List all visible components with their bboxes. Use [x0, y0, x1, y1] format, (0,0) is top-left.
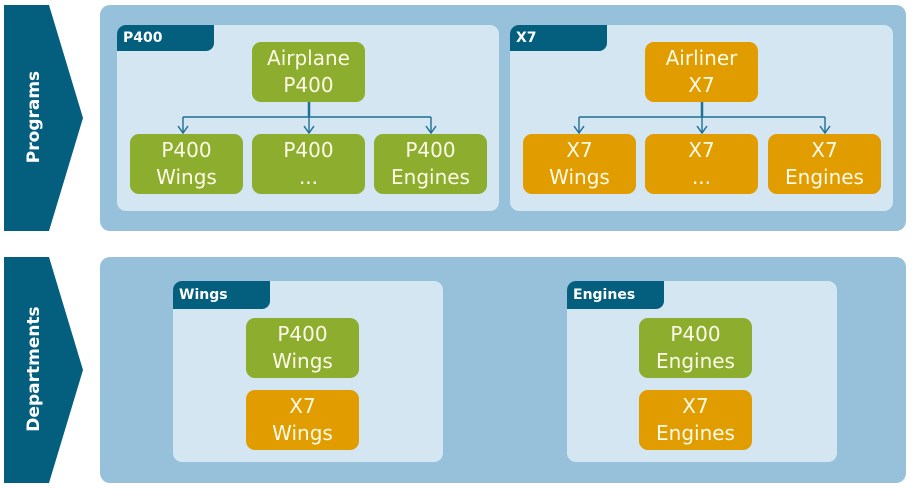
department-group-engines: Engines P400 Engines X7 Engines — [567, 281, 837, 462]
child-node-p400-wings[interactable]: P400 Wings — [130, 134, 243, 194]
node-line2: ... — [691, 165, 712, 189]
child-node-x7-more[interactable]: X7 ... — [645, 134, 758, 194]
program-group-p400: P400 Airplane P400 P400 Wings P400 ... P… — [117, 25, 499, 211]
node-line1: P400 — [283, 138, 334, 162]
dept-node-p400-wings[interactable]: P400 Wings — [246, 318, 359, 378]
group-tag: Wings — [173, 281, 270, 309]
node-line1: P400 — [161, 138, 212, 162]
node-line2: Engines — [656, 349, 735, 373]
node-line1: X7 — [688, 138, 715, 162]
node-line2: Wings — [272, 349, 333, 373]
root-node-airplane-p400[interactable]: Airplane P400 — [252, 42, 365, 102]
node-line2: X7 — [688, 73, 715, 97]
node-line1: Airliner — [665, 46, 738, 70]
programs-arrow: Programs — [4, 5, 84, 231]
program-group-x7: X7 Airliner X7 X7 Wings X7 ... X7 Engine… — [510, 25, 893, 211]
child-node-x7-engines[interactable]: X7 Engines — [768, 134, 881, 194]
child-node-p400-engines[interactable]: P400 Engines — [374, 134, 487, 194]
node-line1: X7 — [682, 394, 709, 418]
department-group-wings: Wings P400 Wings X7 Wings — [173, 281, 443, 462]
node-line1: P400 — [405, 138, 456, 162]
child-node-x7-wings[interactable]: X7 Wings — [523, 134, 636, 194]
node-line1: Airplane — [267, 46, 350, 70]
root-node-airliner-x7[interactable]: Airliner X7 — [645, 42, 758, 102]
dept-node-x7-wings[interactable]: X7 Wings — [246, 390, 359, 450]
node-line2: Engines — [785, 165, 864, 189]
node-line2: Wings — [549, 165, 610, 189]
node-line2: Engines — [656, 421, 735, 445]
node-line2: Engines — [391, 165, 470, 189]
node-line1: P400 — [277, 322, 328, 346]
node-line1: X7 — [566, 138, 593, 162]
node-line2: ... — [298, 165, 319, 189]
node-line1: P400 — [670, 322, 721, 346]
node-line2: P400 — [283, 73, 334, 97]
programs-label: Programs — [24, 70, 44, 164]
group-tag: X7 — [510, 25, 607, 51]
departments-arrow: Departments — [4, 257, 84, 483]
dept-node-p400-engines[interactable]: P400 Engines — [639, 318, 752, 378]
node-line1: X7 — [811, 138, 838, 162]
departments-label: Departments — [24, 306, 44, 432]
dept-node-x7-engines[interactable]: X7 Engines — [639, 390, 752, 450]
node-line2: Wings — [156, 165, 217, 189]
group-tag: Engines — [567, 281, 664, 309]
node-line1: X7 — [289, 394, 316, 418]
group-tag: P400 — [117, 25, 214, 51]
node-line2: Wings — [272, 421, 333, 445]
chevron-shape — [4, 257, 83, 483]
child-node-p400-more[interactable]: P400 ... — [252, 134, 365, 194]
chevron-shape — [4, 5, 83, 231]
